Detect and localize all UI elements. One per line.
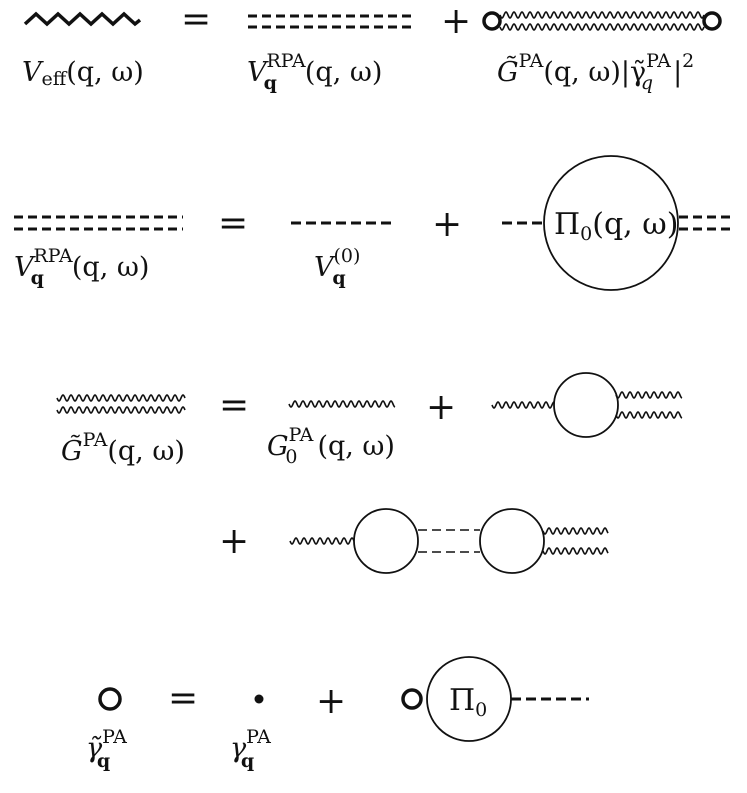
equals-sign: = <box>168 678 198 719</box>
vertex-circle-left <box>482 11 502 31</box>
bubble-left <box>353 508 419 574</box>
veff-zigzag-line <box>23 11 142 27</box>
equals-sign: = <box>219 385 249 426</box>
double-wavy-line-out <box>615 391 683 419</box>
label-veff: Veff(q, ω) <box>22 57 144 90</box>
dressed-vertex-circle-rhs <box>401 688 423 710</box>
bare-vertex-dot <box>254 694 264 704</box>
bubble <box>553 372 619 438</box>
rpa-double-dashed-line-out <box>679 215 735 231</box>
bubble-label: Π0(q, ω) <box>554 207 678 245</box>
bubble-right <box>479 508 545 574</box>
plus-sign: + <box>432 204 462 245</box>
double-wavy-line-out-2 <box>542 527 609 555</box>
polarization-bubble <box>543 155 679 291</box>
label-gpa: G̃PA(q, ω) <box>61 429 185 467</box>
plus-sign: + <box>441 1 471 42</box>
plus-sign: + <box>316 681 346 722</box>
double-dashed-connector <box>418 529 480 553</box>
equals-sign: = <box>218 203 248 244</box>
wavy-line-in <box>491 401 555 409</box>
gpa-double-wavy-line-lhs <box>56 394 186 414</box>
rpa-double-dashed-line-lhs <box>14 215 183 231</box>
vertex-circle-right <box>702 11 722 31</box>
wavy-line-in-2 <box>289 537 355 545</box>
gpa-double-wavy-line <box>499 11 705 31</box>
bubble-label: Π0 <box>449 683 487 721</box>
equals-sign: = <box>181 0 211 40</box>
rpa-double-dashed-line <box>248 14 416 29</box>
plus-sign-second-line: + <box>219 521 249 562</box>
plus-sign: + <box>426 387 456 428</box>
bare-wavy-line <box>288 400 396 408</box>
label-v0: V(0)q <box>314 245 360 289</box>
dressed-vertex-circle <box>98 687 122 711</box>
